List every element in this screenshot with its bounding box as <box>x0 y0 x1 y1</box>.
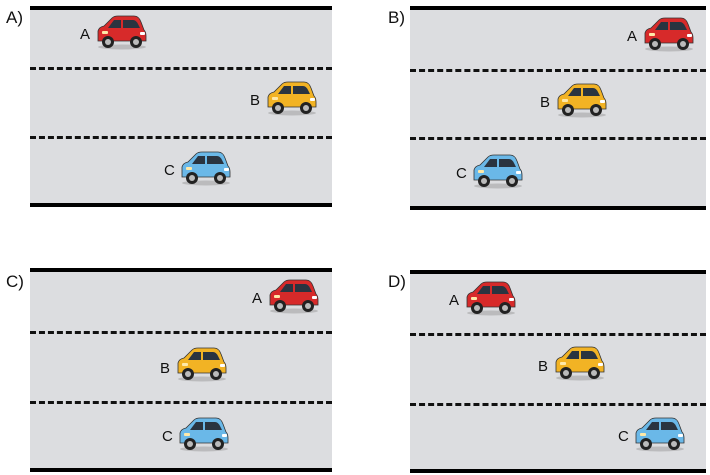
option-label-d[interactable]: D) <box>388 272 406 291</box>
car-a-label: A <box>80 26 91 43</box>
car-a-icon <box>97 15 147 50</box>
car-b-icon <box>555 346 605 381</box>
car-a-icon <box>644 17 694 52</box>
car-c-label: C <box>456 165 467 182</box>
car-b-label: B <box>250 92 261 109</box>
car-a-label: A <box>627 28 638 45</box>
lane-divider <box>410 137 706 140</box>
car-b-label: B <box>538 358 549 375</box>
road-edge-top <box>30 268 332 272</box>
car-b-label: B <box>160 360 171 377</box>
lane-divider <box>30 331 332 334</box>
car-c-label: C <box>162 428 173 445</box>
road-edge-bottom <box>30 468 332 472</box>
lane-divider <box>30 67 332 70</box>
car-b-icon <box>557 83 607 118</box>
road-edge-bottom <box>410 206 706 210</box>
car-c-label: C <box>164 162 175 179</box>
road-edge-top <box>410 270 706 274</box>
lane-divider <box>410 403 706 406</box>
road-edge-bottom <box>30 203 332 207</box>
car-c-icon <box>179 417 229 452</box>
car-a-label: A <box>449 292 460 309</box>
lane-divider <box>410 69 706 72</box>
car-a-label: A <box>252 290 263 307</box>
car-a-icon <box>466 281 516 316</box>
road-edge-top <box>30 6 332 10</box>
car-b-icon <box>267 81 317 116</box>
lane-divider <box>30 136 332 139</box>
option-label-c[interactable]: C) <box>6 272 24 291</box>
car-c-label: C <box>618 428 629 445</box>
option-label-b[interactable]: B) <box>388 8 405 27</box>
car-a-icon <box>269 279 319 314</box>
car-c-icon <box>635 417 685 452</box>
car-c-icon <box>181 151 231 186</box>
lane-divider <box>30 401 332 404</box>
car-b-label: B <box>540 94 551 111</box>
road-edge-bottom <box>410 469 706 473</box>
road-edge-top <box>410 6 706 10</box>
car-b-icon <box>177 347 227 382</box>
option-label-a[interactable]: A) <box>6 8 23 27</box>
car-c-icon <box>473 154 523 189</box>
lane-divider <box>410 333 706 336</box>
